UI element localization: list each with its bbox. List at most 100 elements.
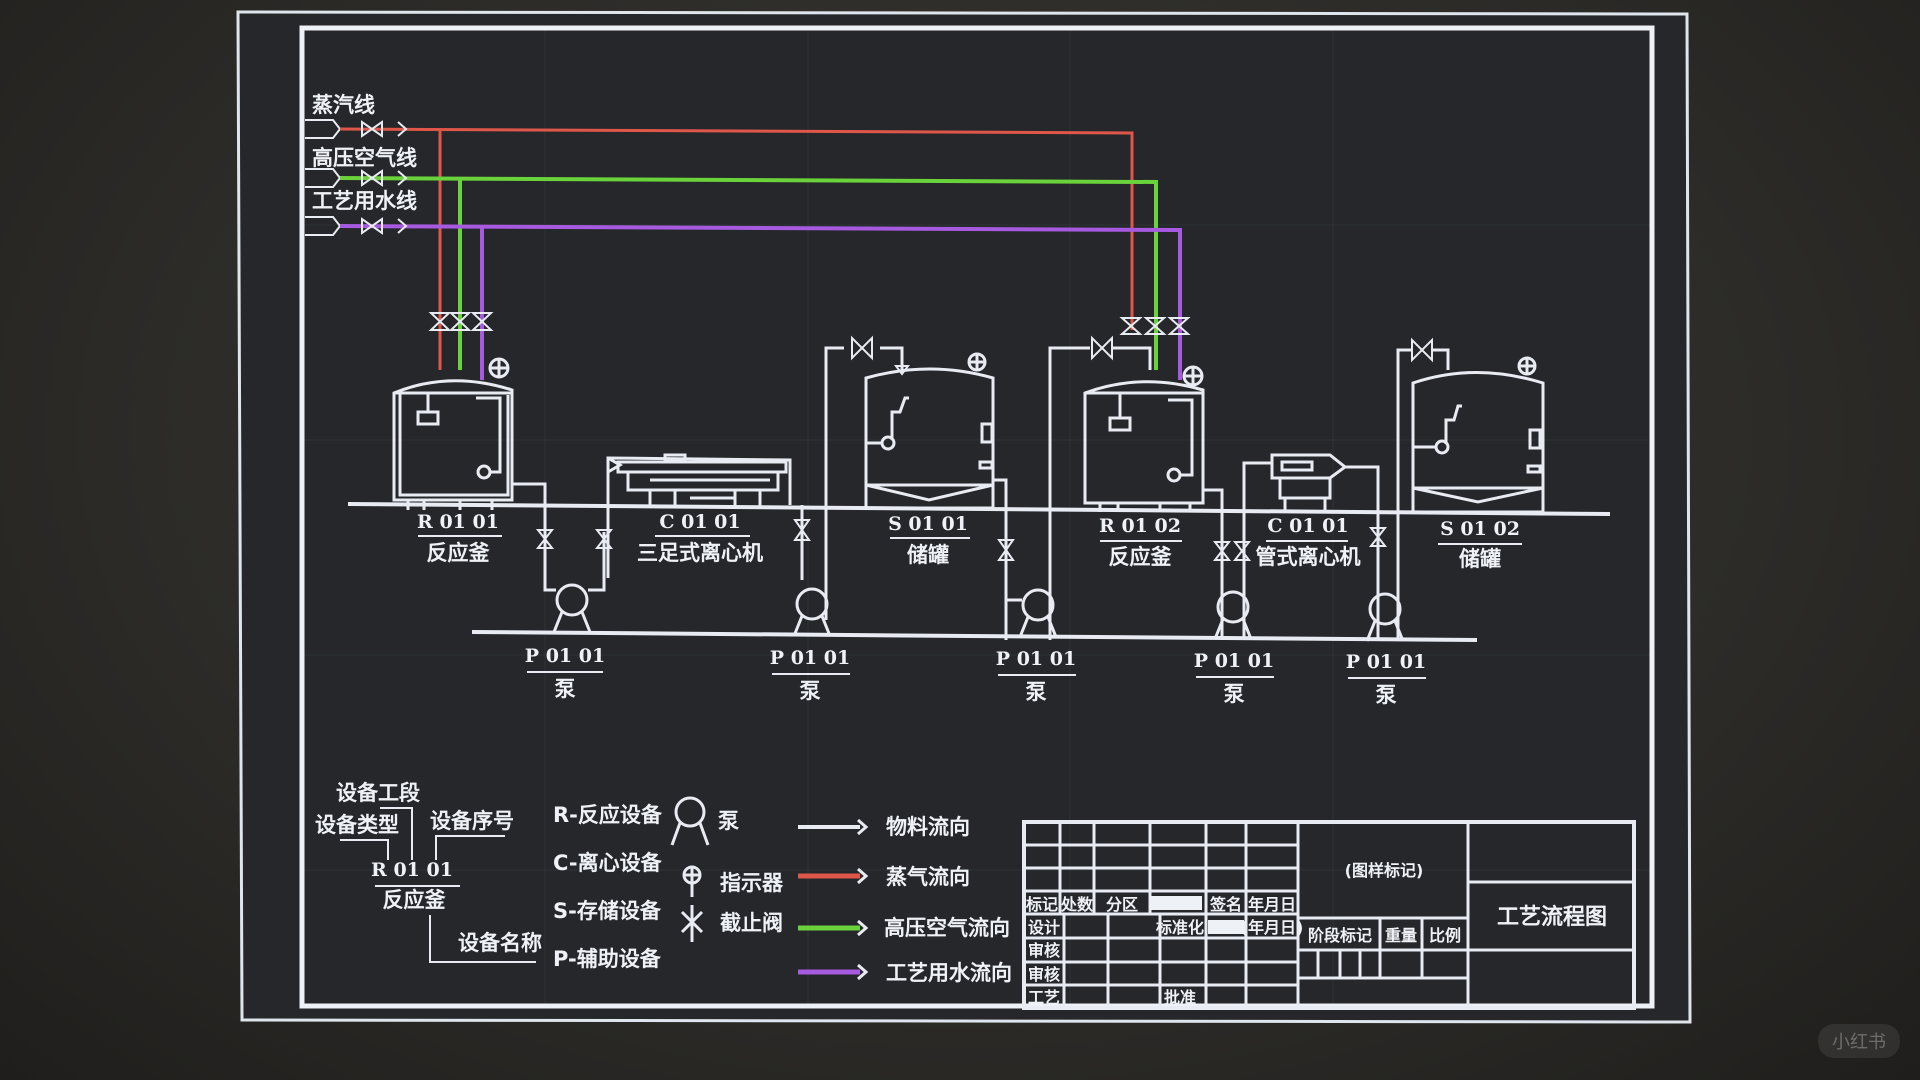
water-line-label: 工艺用水线: [312, 189, 417, 213]
label-pump-3: P 01 01 泵: [996, 648, 1076, 704]
pump-icon: [670, 796, 710, 846]
svg-text:C-离心设备: C-离心设备: [553, 851, 663, 875]
svg-text:指示器: 指示器: [720, 871, 784, 895]
globe-valve-icon: [680, 905, 704, 942]
label-R0102: R 01 02 反应釜: [1099, 515, 1182, 569]
tb-date: 年月日: [1248, 895, 1296, 914]
svg-text:储罐: 储罐: [907, 543, 949, 567]
tb-date-paren: (年月日): [1241, 918, 1304, 937]
flow-steam: [798, 867, 869, 885]
tb-signature: 签名: [1209, 895, 1242, 914]
svg-text:截止阀: 截止阀: [720, 911, 783, 935]
utility-headers: 蒸汽线 高压空气线 工艺用水线: [305, 93, 1182, 380]
svg-text:P 01 01: P 01 01: [770, 647, 850, 669]
tb-check: 审核: [1028, 965, 1060, 984]
tb-count: 处数: [1060, 895, 1094, 914]
pump-labels: P 01 01 泵 P 01 01 泵 P 01 01 泵 P 01 01 泵 P 01…: [525, 645, 1426, 707]
svg-text:S-存储设备: S-存储设备: [553, 899, 662, 923]
svg-text:P-辅助设备: P-辅助设备: [553, 947, 662, 971]
water-line: [339, 224, 1182, 380]
svg-text:反应釜: 反应釜: [427, 541, 491, 565]
tb-approve: 批准: [1164, 988, 1196, 1007]
tb-weight: 重量: [1385, 926, 1417, 945]
legend-type-list: R-反应设备 C-离心设备 S-存储设备 P-辅助设备: [553, 803, 663, 971]
svg-text:反应釜: 反应釜: [1109, 545, 1173, 569]
svg-text:泵: 泵: [718, 809, 739, 833]
watermark: 小红书: [1818, 1024, 1900, 1058]
svg-text:反应釜: 反应釜: [383, 888, 447, 912]
indicator-icon: [682, 865, 702, 897]
tb-mark: 标记: [1025, 895, 1058, 914]
svg-text:管式离心机: 管式离心机: [1256, 545, 1361, 569]
svg-text:设备名称: 设备名称: [458, 931, 542, 955]
svg-text:泵: 泵: [1026, 680, 1047, 704]
legend-flows: 物料流向 蒸气流向 高压空气流向 工艺用水流向: [798, 815, 1012, 985]
svg-text:R 01 01: R 01 01: [417, 511, 499, 533]
label-pump-1: P 01 01 泵: [525, 645, 605, 701]
centrifuge-tubular-C0101: [1242, 453, 1380, 640]
svg-text:设备类型: 设备类型: [315, 813, 399, 837]
svg-text:泵: 泵: [1224, 682, 1245, 706]
equipment-labels: R 01 01 反应釜 C 01 01 三足式离心机 S 01 01 储罐 R …: [417, 511, 1522, 571]
flow-air: [798, 919, 869, 937]
storage-tank-S0102: [1396, 337, 1545, 640]
label-S0101: S 01 01 储罐: [888, 513, 970, 567]
tb-drawing-mark: (图样标记): [1345, 861, 1424, 880]
centrifuge-C0101: [606, 453, 792, 578]
svg-text:R 01 01: R 01 01: [371, 859, 453, 881]
air-line-label: 高压空气线: [312, 146, 417, 170]
header-valve-icons: [361, 120, 408, 235]
flow-water: [798, 963, 869, 981]
svg-text:C 01 01: C 01 01: [1267, 515, 1348, 537]
tb-stage-mark: 阶段标记: [1308, 926, 1372, 945]
svg-text:高压空气流向: 高压空气流向: [884, 916, 1010, 940]
steam-line: [339, 127, 1134, 330]
legend-code-explanation: 设备工段 设备类型 设备序号 R 01 01 反应釜 设备名称: [315, 781, 542, 963]
label-pump-5: P 01 01 泵: [1346, 651, 1426, 707]
svg-text:泵: 泵: [1376, 683, 1397, 707]
label-R0101: R 01 01 反应釜: [417, 511, 502, 565]
label-C0101-tubular: C 01 01 管式离心机: [1256, 515, 1361, 569]
tb-process: 工艺: [1028, 988, 1060, 1007]
legend-symbols: 泵 指示器 截止阀: [670, 796, 784, 942]
svg-text:C 01 01: C 01 01: [659, 511, 740, 533]
label-S0102: S 01 02 储罐: [1438, 518, 1522, 571]
label-pump-4: P 01 01 泵: [1194, 650, 1274, 706]
pump-floor-line: [471, 630, 1478, 642]
svg-text:P 01 01: P 01 01: [1194, 650, 1274, 672]
svg-text:P 01 01: P 01 01: [525, 645, 605, 667]
air-line: [339, 176, 1158, 370]
svg-text:储罐: 储罐: [1459, 547, 1501, 571]
drawing-title: 工艺流程图: [1497, 904, 1607, 930]
tb-review: 审核: [1028, 941, 1060, 960]
tb-standardization: 标准化: [1155, 918, 1204, 937]
svg-text:R-反应设备: R-反应设备: [553, 803, 663, 827]
svg-text:R 01 02: R 01 02: [1099, 515, 1181, 537]
svg-text:S 01 01: S 01 01: [888, 513, 968, 535]
tb-scale: 比例: [1429, 926, 1461, 945]
outer-frame: [236, 10, 1692, 1024]
steam-line-label: 蒸汽线: [312, 93, 375, 117]
tb-design: 设计: [1028, 918, 1060, 937]
pump-network: [512, 482, 1405, 642]
title-block: 标记 处数 分区 签名 年月日 设计 标准化 (年月日) 审核 审核 工艺 批准…: [1022, 820, 1636, 1010]
tb-zone: 分区: [1106, 895, 1138, 914]
svg-text:S 01 02: S 01 02: [1440, 518, 1520, 540]
drawing-sheet: [238, 12, 1690, 1022]
svg-text:P 01 01: P 01 01: [996, 648, 1076, 670]
svg-text:设备工段: 设备工段: [336, 781, 420, 805]
reactor-R0102: [1048, 317, 1224, 640]
inner-frame: [299, 25, 1655, 1009]
svg-text:设备序号: 设备序号: [430, 809, 514, 833]
label-C0101: C 01 01 三足式离心机: [637, 511, 763, 565]
flow-material: [798, 818, 869, 836]
svg-text:工艺用水流向: 工艺用水流向: [886, 961, 1012, 985]
svg-text:物料流向: 物料流向: [886, 815, 970, 839]
svg-text:P 01 01: P 01 01: [1346, 651, 1426, 673]
svg-text:泵: 泵: [555, 677, 576, 701]
label-pump-2: P 01 01 泵: [770, 647, 850, 703]
svg-text:泵: 泵: [800, 679, 821, 703]
svg-text:三足式离心机: 三足式离心机: [637, 541, 763, 565]
